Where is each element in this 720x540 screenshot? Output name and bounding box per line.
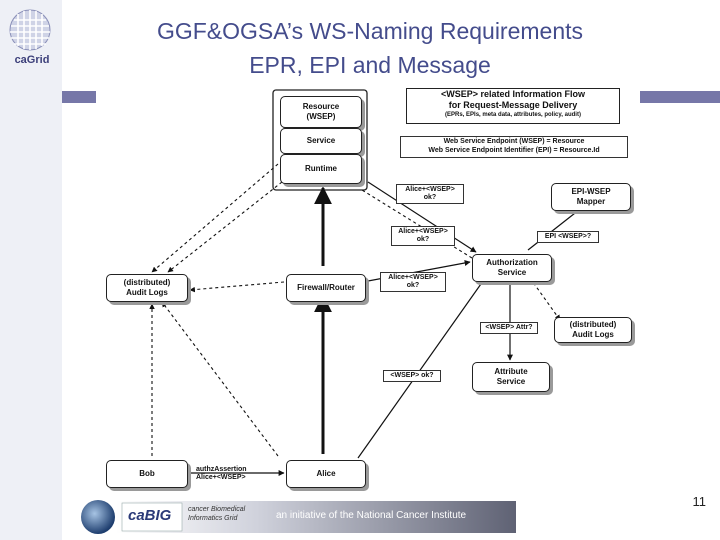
bob-alice-line2: Alice+<WSEP> bbox=[196, 474, 246, 481]
arrow-runtime-audit bbox=[167, 181, 283, 273]
logo-text: caGrid bbox=[14, 54, 50, 66]
label-2-line1: Alice+<WSEP> bbox=[398, 228, 448, 235]
label-1-line1: Alice+<WSEP> bbox=[405, 186, 455, 193]
info-flow-box: <WSEP> related Information Flow for Requ… bbox=[406, 88, 620, 124]
cabig-brand: caBIG bbox=[128, 507, 172, 524]
arrow-service-audit bbox=[151, 163, 279, 273]
title-line-2: EPR, EPI and Message bbox=[249, 52, 491, 78]
info-flow-line-1: <WSEP> related Information Flow bbox=[440, 89, 586, 99]
audit-left-label: (distributed) bbox=[123, 278, 171, 287]
label-3-line2: ok? bbox=[406, 282, 420, 289]
label-1-line2: ok? bbox=[423, 194, 437, 201]
arrow-alice-authz bbox=[357, 273, 489, 459]
cabig-sub-1: cancer Biomedical bbox=[188, 506, 246, 513]
definitions-box: Web Service Endpoint (WSEP) = Resource W… bbox=[400, 136, 628, 158]
attr-service-sublabel: Service bbox=[496, 377, 526, 386]
label-alice-wsep-2: Alice+<WSEP> ok? bbox=[391, 226, 455, 246]
label-bob-alice: authzAssertion Alice+<WSEP> bbox=[196, 466, 260, 482]
globe-icon bbox=[81, 500, 115, 534]
definition-wsep: Web Service Endpoint (WSEP) = Resource bbox=[443, 138, 585, 145]
alice-node: Alice bbox=[286, 460, 366, 488]
audit-right-sublabel: Audit Logs bbox=[572, 330, 614, 339]
arrow-firewall-audit bbox=[189, 281, 285, 293]
definition-epi: Web Service Endpoint Identifier (EPI) = … bbox=[428, 147, 600, 154]
audit-logs-left-node: (distributed) Audit Logs bbox=[106, 274, 188, 302]
nci-tagline: an initiative of the National Cancer Ins… bbox=[276, 510, 467, 521]
authz-sublabel: Service bbox=[497, 268, 527, 277]
resource-sublabel: (WSEP) bbox=[306, 112, 336, 121]
firewall-router-node: Firewall/Router bbox=[286, 274, 366, 302]
epi-mapper-label: EPI-WSEP bbox=[571, 187, 611, 196]
bob-alice-line1: authzAssertion bbox=[196, 466, 247, 473]
label-3-line1: Alice+<WSEP> bbox=[388, 274, 438, 281]
label-wsep-ok: <WSEP> ok? bbox=[383, 370, 441, 382]
footer-banner: caBIG cancer Biomedical Informatics Grid… bbox=[76, 497, 516, 537]
audit-left-sublabel: Audit Logs bbox=[126, 288, 168, 297]
runtime-node: Runtime bbox=[280, 154, 362, 184]
slide-title: GGF&OGSA’s WS-Naming Requirements EPR, E… bbox=[110, 14, 630, 82]
footer-graphic bbox=[81, 500, 516, 534]
arrow-authz-audit-right bbox=[529, 277, 561, 321]
epi-mapper-node: EPI-WSEP Mapper bbox=[551, 183, 631, 211]
label-epi-wsep: EPI <WSEP>? bbox=[537, 231, 599, 243]
info-flow-line-3: (EPRs, EPIs, meta data, attributes, poli… bbox=[445, 112, 581, 118]
cagrid-logo-icon bbox=[9, 9, 51, 51]
arrow-alice-audit bbox=[161, 301, 279, 457]
label-alice-wsep-3: Alice+<WSEP> ok? bbox=[380, 272, 446, 292]
resource-node: Resource (WSEP) bbox=[280, 96, 362, 128]
header-bar-left bbox=[62, 91, 96, 103]
architecture-diagram: Resource (WSEP) Service Runtime <WSEP> r… bbox=[96, 84, 640, 494]
cabig-subtitle: cancer Biomedical Informatics Grid bbox=[188, 505, 245, 523]
label-wsep-attr: <WSEP> Attr? bbox=[480, 322, 538, 334]
page-number: 11 bbox=[692, 494, 707, 509]
cabig-sub-2: Informatics Grid bbox=[188, 515, 238, 522]
header-bar-right bbox=[640, 91, 720, 103]
info-flow-line-2: for Request-Message Delivery bbox=[448, 100, 578, 110]
authz-label: Authorization bbox=[486, 258, 538, 267]
arrow-authz-mapper bbox=[527, 205, 585, 251]
logo-panel: caGrid bbox=[0, 0, 62, 540]
audit-right-label: (distributed) bbox=[569, 320, 617, 329]
label-alice-wsep-1: Alice+<WSEP> ok? bbox=[396, 184, 464, 204]
title-line-1: GGF&OGSA’s WS-Naming Requirements bbox=[156, 18, 584, 44]
attribute-service-node: Attribute Service bbox=[472, 362, 550, 392]
attr-service-label: Attribute bbox=[494, 367, 528, 376]
arrow-runtime-authz bbox=[367, 181, 477, 253]
audit-logs-right-node: (distributed) Audit Logs bbox=[554, 317, 632, 343]
bob-node: Bob bbox=[106, 460, 188, 488]
resource-label: Resource bbox=[302, 102, 340, 111]
authorization-service-node: Authorization Service bbox=[472, 254, 552, 282]
service-node: Service bbox=[280, 128, 362, 154]
label-2-line2: ok? bbox=[416, 236, 430, 243]
epi-mapper-sublabel: Mapper bbox=[576, 197, 606, 206]
